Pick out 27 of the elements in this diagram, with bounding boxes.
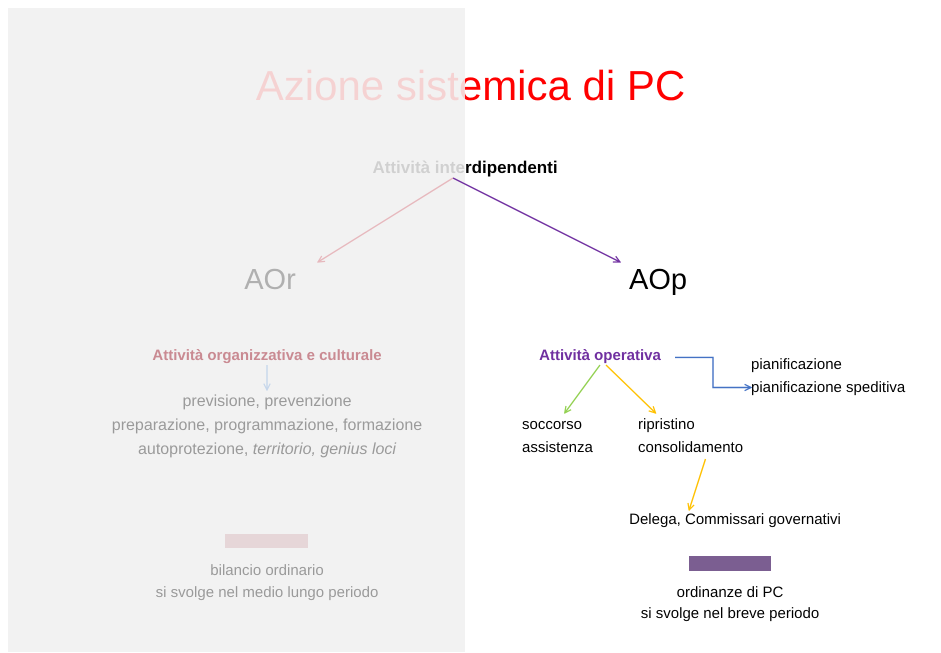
caption-text: si svolge nel medio lungo periodo [154, 583, 380, 603]
activity-list: ripristino [638, 413, 773, 436]
category-label: AOp [628, 263, 688, 298]
activity-list: pianificazione [751, 353, 939, 376]
activity-list: preparazione, programmazione, formazione [82, 414, 452, 438]
bar-marker [224, 534, 308, 548]
caption-text: ordinanze di PC [676, 583, 784, 603]
activity-list: previsione, prevenzione [82, 390, 452, 414]
activity-list: soccorso [522, 413, 617, 436]
arrow [452, 177, 621, 263]
activity-heading: Attività organizzativa e culturale [151, 346, 383, 365]
arrow [675, 356, 752, 392]
activity-list: autoprotezione, territorio, genius loci [82, 438, 452, 462]
caption-text: si svolge nel breve periodo [640, 604, 820, 624]
arrow [317, 177, 454, 263]
arrow [263, 365, 271, 391]
activity-heading: Attività operativa [538, 346, 662, 365]
category-label: AOr [243, 263, 297, 298]
arrow [606, 364, 656, 414]
activity-list: assistenza [522, 436, 617, 459]
activity-text: Delega, Commissari governativi [628, 510, 842, 529]
activity-list: pianificazione speditiva [751, 376, 939, 399]
caption-text: bilancio ordinario [209, 561, 325, 581]
arrow [564, 364, 601, 414]
activity-list: consolidamento [638, 436, 773, 459]
arrow [687, 458, 706, 511]
bar-marker [689, 556, 771, 571]
